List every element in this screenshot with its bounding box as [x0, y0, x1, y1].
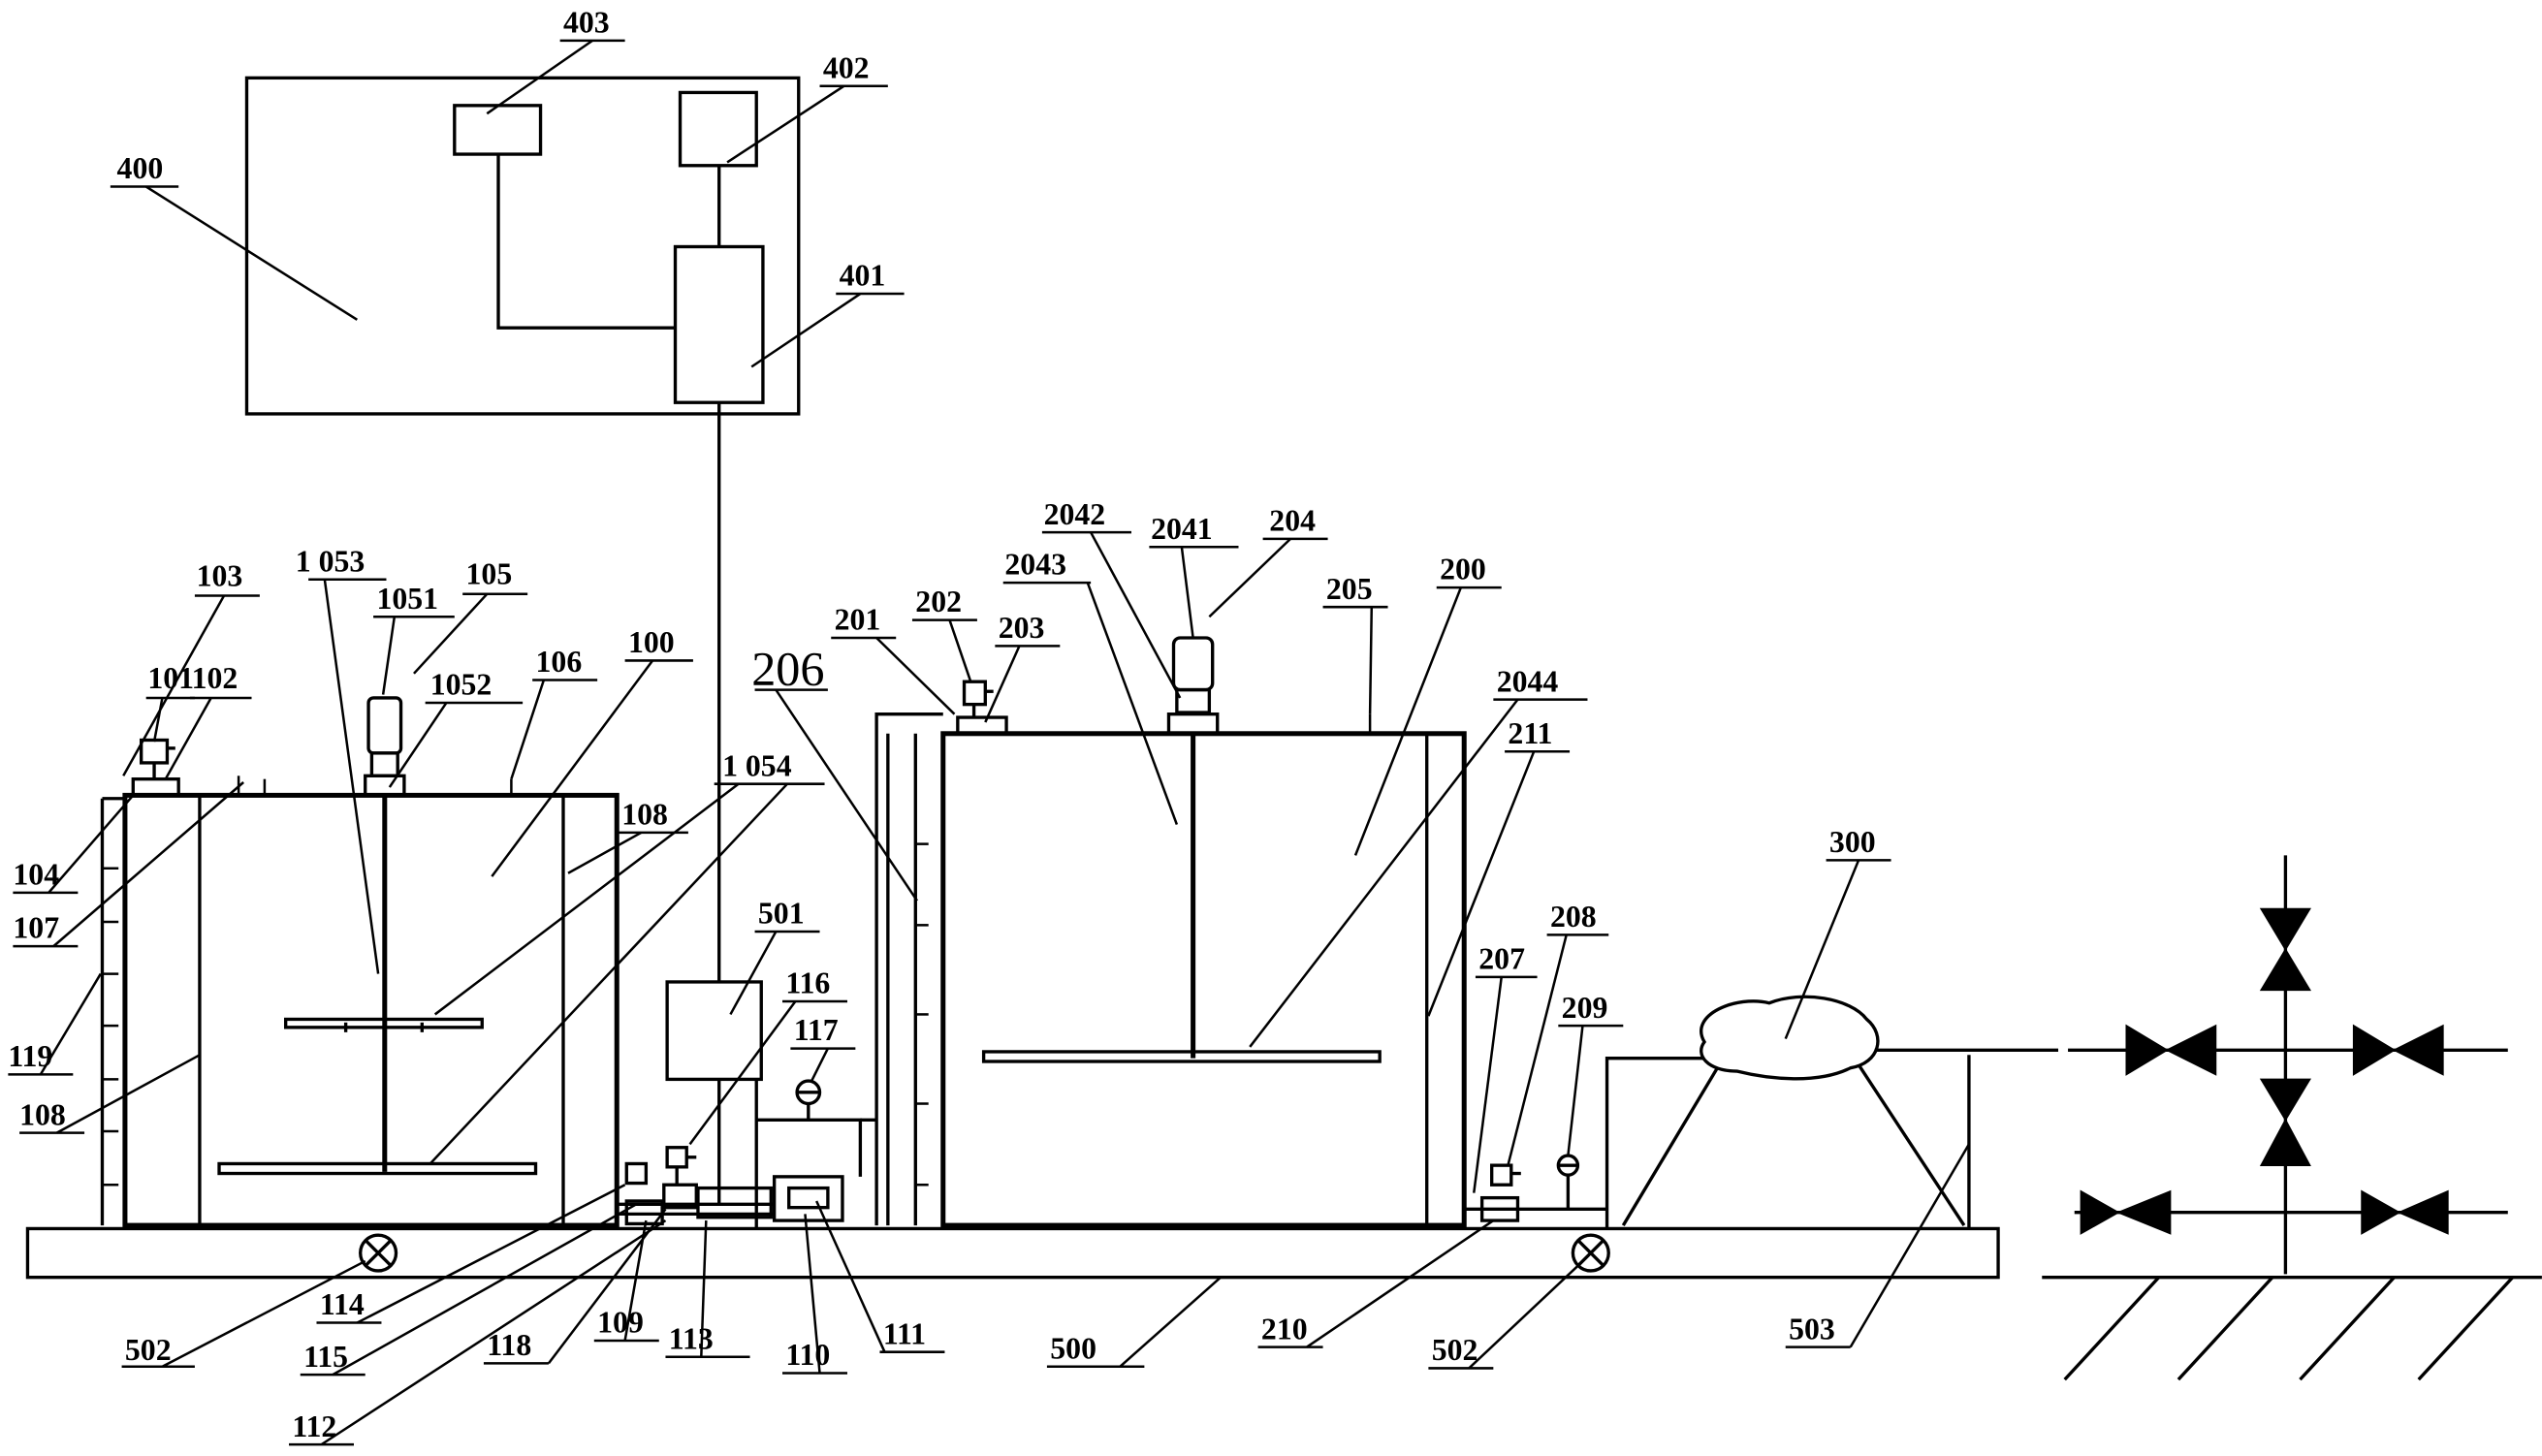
- label-102: 102: [192, 661, 238, 695]
- wheel-502-right: [1571, 1233, 1610, 1273]
- tank-100: [100, 696, 620, 1228]
- label-2044: 2044: [1497, 664, 1559, 698]
- wheel-502-left: [359, 1233, 398, 1273]
- label-203: 203: [999, 611, 1045, 645]
- motor-1051: [366, 696, 403, 755]
- wellhead-valve-tree: [2042, 855, 2542, 1381]
- module-402: [678, 90, 758, 168]
- tank-200: [874, 636, 1705, 1229]
- label-115: 115: [303, 1340, 348, 1374]
- label-208: 208: [1550, 900, 1597, 934]
- label-106: 106: [536, 645, 583, 679]
- label-206: 206: [751, 642, 824, 696]
- label-107: 107: [13, 911, 59, 945]
- label-103: 103: [197, 558, 243, 592]
- label-210: 210: [1261, 1312, 1308, 1345]
- label-205: 205: [1326, 572, 1373, 606]
- label-119: 119: [8, 1039, 52, 1073]
- label-109: 109: [597, 1306, 644, 1340]
- base-500: [25, 1226, 2000, 1280]
- label-202: 202: [915, 585, 962, 618]
- label-1051: 1051: [376, 582, 438, 616]
- meter-501: [665, 980, 763, 1082]
- label-2041: 2041: [1151, 512, 1213, 546]
- label-113: 113: [669, 1321, 714, 1355]
- label-112: 112: [292, 1409, 336, 1443]
- label-502-left: 502: [125, 1333, 172, 1367]
- label-300: 300: [1829, 825, 1876, 859]
- label-501: 501: [758, 897, 805, 931]
- label-1054: 1 054: [722, 748, 792, 782]
- label-403: 403: [563, 5, 610, 39]
- label-104: 104: [13, 857, 59, 891]
- label-204: 204: [1269, 503, 1316, 537]
- label-1053: 1 053: [296, 544, 365, 578]
- module-403: [453, 104, 543, 156]
- valve-202: [962, 680, 987, 707]
- label-2043: 2043: [1004, 548, 1066, 582]
- label-101: 101: [147, 661, 194, 695]
- blade-200: [981, 1050, 1382, 1063]
- motor-2041: [1171, 636, 1215, 692]
- label-500: 500: [1050, 1331, 1096, 1365]
- label-401: 401: [840, 259, 886, 293]
- label-503: 503: [1789, 1312, 1835, 1345]
- label-402: 402: [823, 50, 870, 84]
- label-116: 116: [785, 966, 830, 1000]
- pump-110: [772, 1175, 844, 1222]
- unit-300: [1621, 995, 2059, 1229]
- reference-labels: 400 403 402 401 103 1 053 1051 105 101 1…: [8, 5, 1875, 1442]
- leader-lines: [8, 39, 1971, 1446]
- label-1052: 1052: [430, 668, 493, 702]
- label-2042: 2042: [1044, 497, 1106, 531]
- valve-103: [139, 738, 170, 765]
- label-201: 201: [835, 603, 881, 637]
- label-209: 209: [1562, 991, 1608, 1025]
- label-110: 110: [785, 1338, 830, 1372]
- module-401: [673, 244, 765, 404]
- pump-assembly: [617, 980, 877, 1229]
- label-100: 100: [628, 625, 675, 659]
- label-200: 200: [1440, 553, 1486, 586]
- label-117: 117: [794, 1013, 839, 1047]
- label-105: 105: [466, 557, 513, 591]
- label-114: 114: [320, 1287, 365, 1321]
- blade-upper: [284, 1017, 484, 1029]
- label-118: 118: [487, 1328, 531, 1362]
- label-111: 111: [883, 1316, 926, 1350]
- label-207: 207: [1478, 942, 1525, 976]
- label-502-right: 502: [1432, 1333, 1478, 1367]
- blade-lower: [217, 1161, 538, 1176]
- label-400: 400: [117, 151, 164, 185]
- label-108-lower: 108: [19, 1097, 66, 1131]
- label-108-upper: 108: [621, 798, 668, 832]
- control-cabinet-400: [244, 76, 801, 982]
- label-211: 211: [1508, 716, 1552, 750]
